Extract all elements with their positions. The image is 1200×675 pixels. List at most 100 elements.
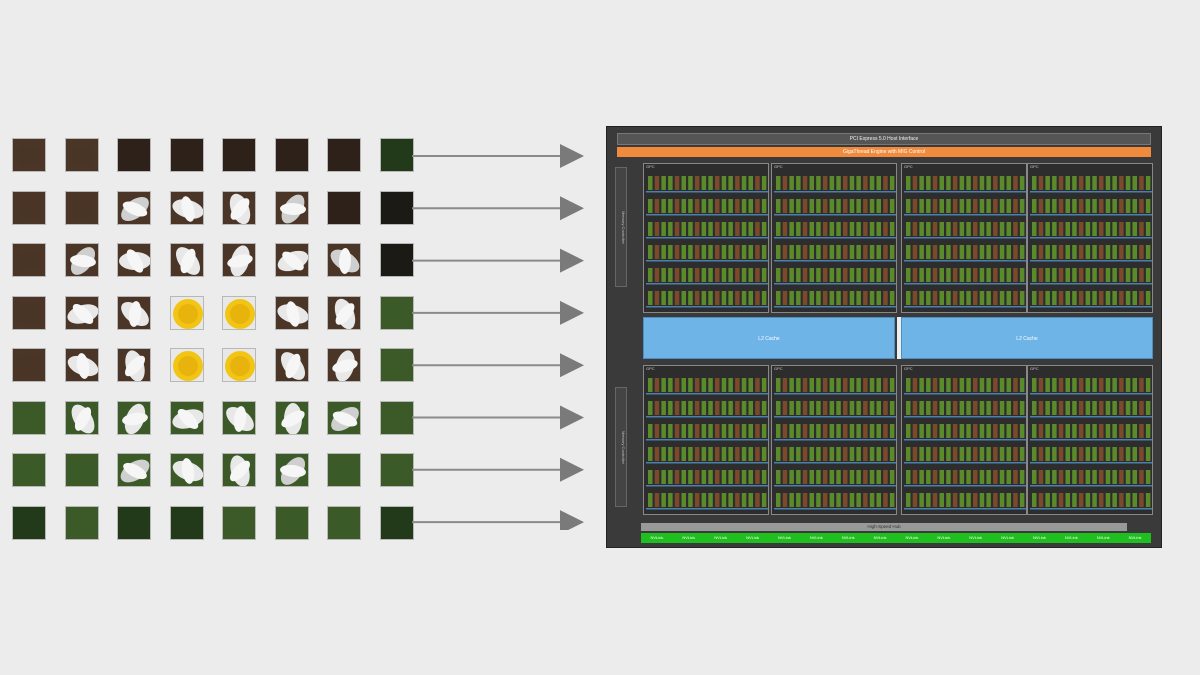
nvlink-cell: NVLink	[841, 535, 855, 540]
image-tile	[12, 243, 46, 277]
image-tile	[64, 505, 99, 540]
image-tile	[169, 453, 204, 487]
gpc: GPC	[901, 163, 1027, 313]
gigathread-engine: GigaThread Engine with MIG Control	[617, 147, 1151, 157]
image-tile	[12, 505, 46, 540]
image-tile	[12, 295, 46, 330]
image-tile	[169, 243, 204, 277]
image-tile	[117, 138, 151, 172]
gpu-block-diagram: PCI Express 5.0 Host Interface GigaThrea…	[606, 126, 1162, 548]
arrow	[412, 248, 584, 273]
image-tile	[327, 138, 361, 172]
gpc: GPC	[643, 163, 769, 313]
image-tile	[64, 190, 99, 225]
high-speed-hub: High-Speed Hub	[641, 523, 1127, 531]
arrow	[412, 196, 584, 221]
gpc-label: GPC	[1030, 164, 1039, 169]
nvlink-cell: NVLink	[1096, 535, 1110, 540]
nvlink-cell: NVLink	[1032, 535, 1046, 540]
gpc: GPC	[1027, 365, 1153, 515]
gpc-label: GPC	[1030, 366, 1039, 371]
nvlink-cell: NVLink	[873, 535, 887, 540]
nvlink-cell: NVLink	[937, 535, 951, 540]
image-tile	[379, 243, 414, 277]
l2-crossbar	[897, 317, 901, 359]
gpc: GPC	[901, 365, 1027, 515]
arrow-column	[412, 144, 584, 530]
image-tile	[222, 400, 256, 435]
image-tile	[222, 138, 256, 172]
image-tile	[379, 505, 414, 540]
l2-cache-right: L2 Cache	[901, 317, 1153, 359]
image-tile	[12, 138, 46, 172]
image-tile	[327, 190, 361, 225]
gpc-label: GPC	[774, 366, 783, 371]
gpc: GPC	[771, 163, 897, 313]
gpc: GPC	[771, 365, 897, 515]
image-tile	[169, 190, 204, 225]
image-tile	[379, 295, 414, 330]
image-tile	[222, 295, 256, 330]
image-tile	[274, 400, 309, 435]
pcie-host-interface: PCI Express 5.0 Host Interface	[617, 133, 1151, 145]
image-tile	[117, 295, 151, 330]
image-tile	[169, 505, 204, 540]
nvlink-cell: NVLink	[650, 535, 664, 540]
nvlink-cell: NVLink	[809, 535, 823, 540]
arrow	[412, 353, 584, 378]
gpc: GPC	[643, 365, 769, 515]
image-tile	[64, 138, 99, 172]
gpc-label: GPC	[904, 366, 913, 371]
image-tile	[222, 453, 256, 487]
image-tile	[117, 348, 151, 382]
image-tile	[117, 453, 151, 487]
image-tile	[12, 348, 46, 382]
nvlink-cell: NVLink	[1128, 535, 1142, 540]
arrow	[412, 510, 584, 530]
image-tile	[169, 348, 204, 382]
image-tile	[327, 453, 361, 487]
image-tile	[64, 243, 99, 277]
image-tile	[12, 453, 46, 487]
image-tile	[274, 505, 309, 540]
image-tile	[274, 295, 309, 330]
image-tile	[117, 190, 151, 225]
image-tile	[64, 295, 99, 330]
image-tile	[64, 453, 99, 487]
image-tile	[274, 243, 309, 277]
image-tile	[274, 138, 309, 172]
image-tile	[222, 243, 256, 277]
image-tile	[117, 505, 151, 540]
l2-cache-left: L2 Cache	[643, 317, 895, 359]
image-tile	[327, 348, 361, 382]
image-tile	[379, 453, 414, 487]
image-tile	[12, 190, 46, 225]
image-tile	[379, 138, 414, 172]
image-tile	[12, 400, 46, 435]
image-tile-grid	[0, 0, 420, 560]
image-tile	[117, 400, 151, 435]
nvlink-cell: NVLink	[714, 535, 728, 540]
image-tile	[169, 400, 204, 435]
nvlink-bar: NVLink NVLink NVLink NVLink NVLink NVLink NVLi…	[641, 533, 1151, 543]
image-tile	[117, 243, 151, 277]
image-tile	[222, 190, 256, 225]
image-tile	[222, 505, 256, 540]
nvlink-cell: NVLink	[682, 535, 696, 540]
gpc-label: GPC	[646, 164, 655, 169]
image-tile	[379, 348, 414, 382]
image-tile	[327, 505, 361, 540]
nvlink-cell: NVLink	[969, 535, 983, 540]
gpc-label: GPC	[646, 366, 655, 371]
image-tile	[327, 295, 361, 330]
arrow	[412, 405, 584, 430]
nvlink-cell: NVLink	[1064, 535, 1078, 540]
image-tile	[274, 348, 309, 382]
nvlink-cell: NVLink	[777, 535, 791, 540]
image-tile	[274, 453, 309, 487]
image-tile	[169, 138, 204, 172]
arrow	[412, 144, 584, 168]
memory-controller-left-bottom: Memory Controller	[615, 387, 627, 507]
gpc: GPC	[1027, 163, 1153, 313]
nvlink-cell: NVLink	[746, 535, 760, 540]
